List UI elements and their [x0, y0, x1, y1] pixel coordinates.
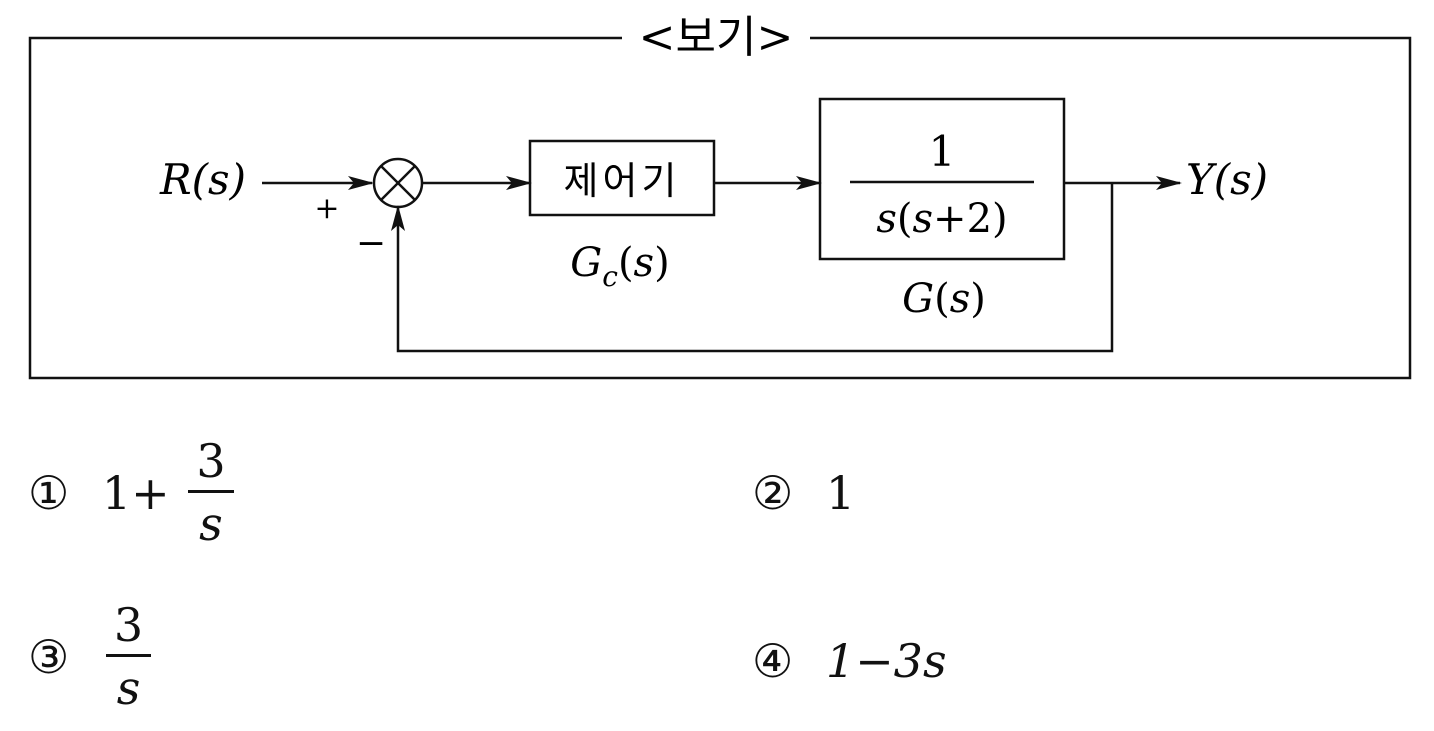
controller-text: 제어기 [564, 159, 681, 203]
block-diagram: <보기> R(s) + − 제어기 Gc(s) 1 s(s+2) G(s) Y(… [28, 12, 1412, 380]
option-numerator: 3 [105, 602, 152, 657]
option-number: ③ [28, 629, 70, 684]
plant-numerator: 1 [929, 127, 956, 176]
plus-sign: + [314, 191, 339, 226]
option-numerator: 3 [188, 438, 234, 493]
option-4[interactable]: ④ 1−3s [752, 634, 947, 684]
plant-block [818, 97, 1066, 261]
input-label: R(s) [159, 155, 246, 204]
option-number: ① [28, 465, 70, 520]
controller-block [528, 139, 716, 217]
plant-denominator: s(s+2) [876, 196, 1007, 242]
box-title: <보기> [639, 12, 794, 63]
option-text: 1−3s [825, 634, 947, 688]
controller-label: Gc(s) [570, 240, 669, 293]
option-number: ④ [752, 634, 794, 688]
option-3[interactable]: ③ 3 s [28, 602, 152, 715]
plant-label: G(s) [902, 276, 986, 322]
option-denominator: s [116, 661, 141, 715]
option-2[interactable]: ② 1 [752, 466, 855, 516]
option-1[interactable]: ① 1+ 3 s [28, 438, 234, 547]
option-denominator: s [199, 497, 223, 551]
feedback-path [391, 183, 1114, 353]
box-frame [28, 36, 1412, 380]
option-fraction: 3 s [105, 602, 152, 715]
minus-sign: − [356, 223, 386, 264]
option-fraction: 3 s [188, 438, 234, 551]
summing-junction [372, 157, 424, 209]
option-text: 1 [825, 466, 856, 520]
option-lead: 1+ [101, 465, 170, 520]
output-label: Y(s) [1186, 155, 1268, 204]
option-number: ② [752, 466, 794, 520]
